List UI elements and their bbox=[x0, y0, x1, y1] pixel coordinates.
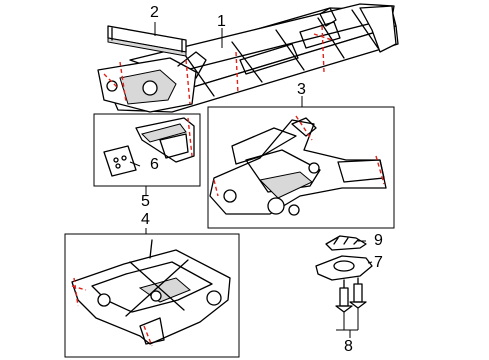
callout-part-4: 4 bbox=[141, 211, 150, 228]
callout-part-3: 3 bbox=[297, 81, 306, 98]
callout-part-9: 9 bbox=[374, 232, 383, 249]
bracket-plate-part-6[interactable] bbox=[103, 145, 137, 177]
leader-lines bbox=[129, 22, 373, 338]
callout-part-6: 6 bbox=[150, 156, 159, 173]
bracket-assembly-part-5[interactable] bbox=[135, 117, 195, 163]
rear-frame-section-part-4[interactable] bbox=[71, 239, 231, 347]
group-box-part-5 bbox=[93, 113, 201, 187]
callout-part-2: 2 bbox=[150, 4, 159, 21]
callout-part-1: 1 bbox=[217, 13, 226, 30]
callout-part-7: 7 bbox=[374, 254, 383, 271]
crossmember-part-2[interactable] bbox=[107, 25, 187, 57]
group-box-part-4 bbox=[64, 233, 240, 358]
pad-part-9[interactable] bbox=[325, 235, 367, 251]
callout-part-5: 5 bbox=[141, 193, 150, 210]
callout-part-8: 8 bbox=[344, 338, 353, 355]
group-box-part-3 bbox=[207, 106, 395, 229]
bolts-part-8[interactable] bbox=[335, 277, 367, 313]
front-frame-section-part-3[interactable] bbox=[209, 115, 387, 216]
main-frame-part-1[interactable] bbox=[97, 3, 399, 113]
mount-bushing-part-7[interactable] bbox=[315, 255, 373, 281]
